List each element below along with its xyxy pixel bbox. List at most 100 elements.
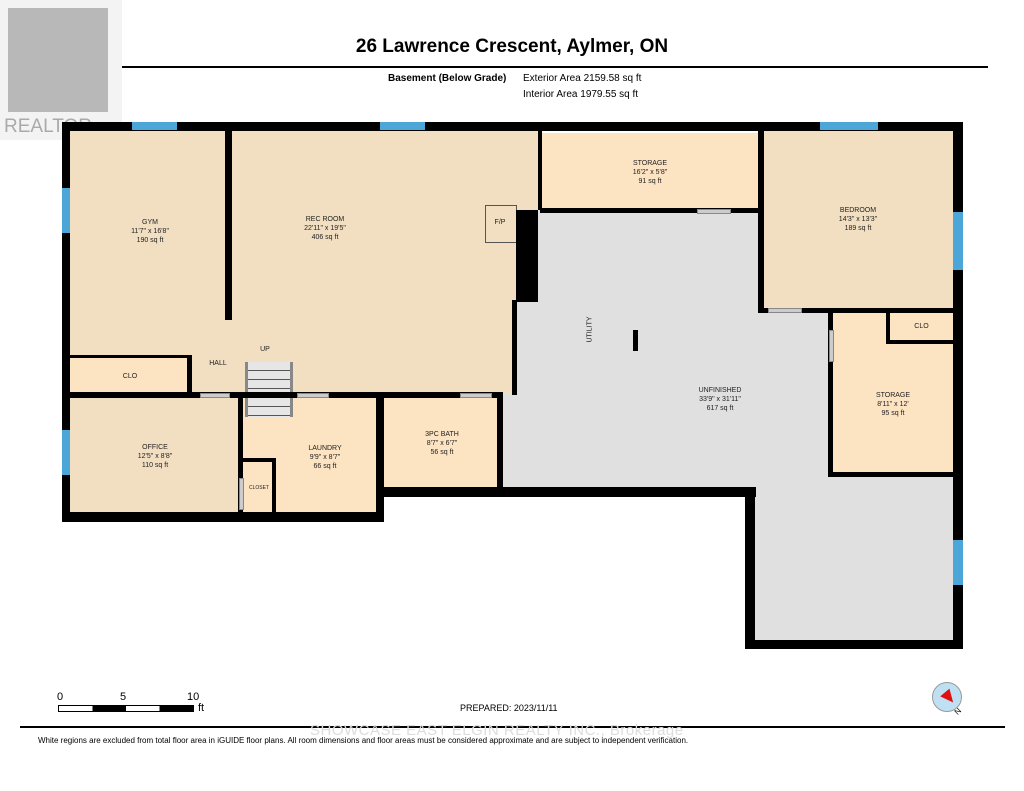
clo-right-room — [890, 313, 953, 340]
realtor-logo: REALTOR — [0, 0, 122, 140]
prepared-date: PREPARED: 2023/11/11 — [460, 703, 558, 713]
room-name: UNFINISHED — [698, 387, 742, 394]
room-dims: 11'7" x 16'8" — [131, 228, 169, 235]
wall — [70, 355, 190, 358]
clo-label: CLO — [122, 373, 138, 380]
level-label: Basement (Below Grade) — [388, 73, 507, 84]
unfinished-area-lower — [755, 488, 955, 640]
room-area: 189 sq ft — [844, 225, 872, 232]
clo-room — [70, 358, 190, 392]
office-room — [70, 398, 240, 512]
exterior-area: Exterior Area 2159.58 sq ft — [523, 73, 642, 84]
door[interactable] — [460, 393, 492, 398]
room-name: STORAGE — [632, 160, 668, 167]
room-name: OFFICE — [142, 444, 168, 451]
door[interactable] — [697, 209, 731, 214]
bath-room — [384, 398, 500, 487]
room-dims: 12'5" x 8'8" — [137, 453, 173, 460]
laundry-room — [243, 398, 376, 512]
rec-room-label: REC ROOM 22'11" x 19'5" 406 sq ft — [270, 215, 380, 242]
door[interactable] — [239, 478, 244, 510]
wall — [745, 640, 963, 649]
window — [132, 122, 177, 130]
bedroom-room — [763, 130, 953, 308]
wall — [62, 392, 502, 398]
bedroom-label: BEDROOM 14'3" x 13'3" 189 sq ft — [808, 206, 908, 233]
wall — [828, 308, 833, 476]
room-area: 95 sq ft — [881, 410, 905, 417]
hall-label: HALL — [209, 360, 227, 367]
gym-label: GYM 11'7" x 16'8" 190 sq ft — [100, 218, 200, 245]
wall — [497, 392, 503, 492]
wall — [886, 340, 953, 344]
room-area: 56 sq ft — [430, 449, 454, 456]
footer-rule — [20, 726, 1005, 728]
compass-icon — [932, 682, 962, 712]
wall — [538, 130, 542, 210]
wall — [376, 487, 756, 497]
room-dims: 16'2" x 5'8" — [632, 169, 668, 176]
clo-right-label: CLO — [914, 323, 929, 330]
door[interactable] — [200, 393, 230, 398]
watermark: SHOWCASE EAST ELGIN REALTY INC., Brokera… — [310, 722, 684, 739]
room-name: STORAGE — [875, 392, 911, 399]
compass-north-label: N — [952, 706, 964, 717]
rec-room-main — [190, 210, 515, 394]
wall — [828, 472, 955, 477]
room-name: GYM — [142, 219, 158, 226]
wall — [540, 208, 760, 213]
fireplace — [485, 205, 517, 243]
scale-tick-5: 5 — [120, 691, 127, 703]
title-rule — [122, 66, 988, 68]
compass-needle — [940, 688, 958, 707]
room-area: 66 sq ft — [313, 463, 337, 470]
door[interactable] — [297, 393, 329, 398]
utility-fixture — [633, 330, 638, 351]
chimney — [516, 210, 538, 302]
room-dims: 33'9" x 31'11" — [699, 396, 741, 403]
stairs-up-label: UP — [260, 346, 270, 353]
wall — [62, 122, 963, 131]
wall — [225, 130, 232, 320]
wall — [238, 398, 243, 512]
room-area: 91 sq ft — [638, 178, 662, 185]
room-dims: 9'9" x 8'7" — [309, 454, 341, 461]
scale-bar — [58, 705, 194, 712]
rec-room — [232, 130, 538, 210]
wall — [512, 300, 517, 395]
window — [62, 188, 70, 233]
window — [380, 122, 425, 130]
door[interactable] — [829, 330, 834, 362]
page-title: 26 Lawrence Crescent, Aylmer, ON — [355, 36, 669, 57]
window — [62, 430, 70, 475]
wall — [62, 122, 70, 522]
room-dims: 8'11" x 12' — [877, 401, 909, 408]
wall — [376, 398, 384, 522]
wall — [745, 487, 755, 649]
wall — [187, 355, 192, 395]
utility-label: UTILITY — [586, 316, 594, 343]
room-name: REC ROOM — [305, 216, 345, 223]
room-area: 110 sq ft — [141, 462, 169, 469]
storage-top-room — [542, 133, 758, 210]
scale-tick-0: 0 — [57, 691, 64, 703]
wall — [758, 130, 764, 313]
room-dims: 22'11" x 19'5" — [304, 225, 346, 232]
wall — [760, 308, 955, 313]
realtor-r-mark — [8, 8, 108, 112]
room-dims: 14'3" x 13'3" — [838, 216, 878, 223]
interior-area: Interior Area 1979.55 sq ft — [523, 89, 639, 100]
door[interactable] — [768, 308, 802, 313]
wall — [272, 458, 276, 514]
closet-label: CLOSET — [248, 485, 269, 491]
wall — [886, 313, 890, 343]
office-label: OFFICE 12'5" x 8'8" 110 sq ft — [105, 443, 205, 470]
room-area: 190 sq ft — [136, 237, 164, 244]
room-dims: 8'7" x 6'7" — [426, 440, 458, 447]
room-name: BEDROOM — [839, 207, 877, 214]
room-area: 406 sq ft — [311, 234, 339, 241]
